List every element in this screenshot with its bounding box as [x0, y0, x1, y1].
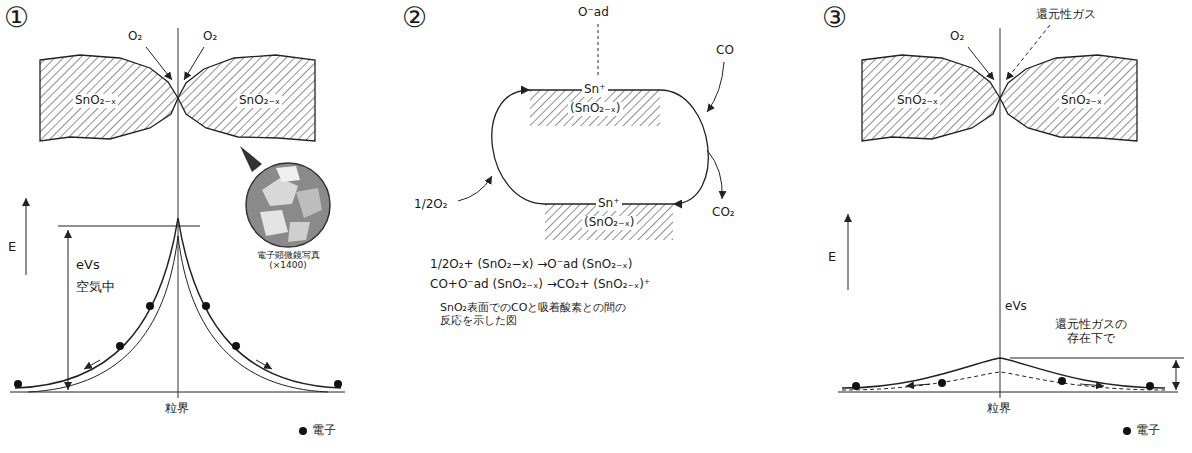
grain-boundary-line	[178, 28, 179, 398]
panel-number: ①	[4, 2, 29, 34]
electron-flow-arrow	[84, 360, 100, 369]
material-label: SnO₂₋ₓ	[1059, 94, 1104, 108]
baseline	[838, 392, 1178, 393]
figure-note: SnO₂表面でのCOと吸着酸素との間の 反応を示した図	[440, 302, 640, 327]
electron-dot	[938, 379, 946, 387]
grain-fill	[40, 55, 178, 141]
electron-flow-arrow	[256, 360, 272, 369]
legend-dot	[1122, 426, 1132, 436]
barrier-level-line	[1010, 358, 1184, 359]
electron-dot	[299, 427, 307, 435]
micrograph	[240, 146, 330, 247]
grain-boundary-line	[1000, 28, 1001, 398]
node-outline	[545, 188, 673, 240]
grain-shape: SnO₂₋ₓ	[40, 55, 178, 142]
legend-text: 電子	[1136, 424, 1160, 438]
panel-number: ②	[402, 2, 427, 34]
gas-label: O₂	[128, 30, 142, 44]
barrier-curve	[28, 236, 328, 392]
barrier-curve	[842, 372, 1165, 390]
barrier-label: eVs	[1005, 300, 1027, 314]
electron-dot	[1146, 382, 1154, 390]
barrier-height-arrow	[1176, 360, 1177, 390]
panel-number: ③	[822, 2, 847, 34]
material-label: SnO₂₋ₓ	[73, 94, 118, 108]
axis-label: E	[8, 240, 16, 255]
grain-shape: SnO₂₋ₓ	[862, 55, 1000, 142]
barrier-label: eVs	[76, 258, 100, 273]
electron-dot	[202, 302, 210, 310]
reaction-equation: 1/2O₂+ (SnO₂−x) →O⁻ad (SnO₂₋ₓ)	[430, 258, 632, 272]
grain-boundary-label: 粒界	[987, 402, 1011, 416]
electron-flow-arrow	[1080, 384, 1104, 386]
condition-label: 空気中	[76, 280, 115, 295]
material-label: (SnO₂₋ₓ)	[568, 102, 623, 116]
site-label: Sn⁺	[596, 197, 622, 211]
electron-dot	[116, 342, 124, 350]
energy-axis	[848, 214, 849, 290]
gas-label: O₂	[950, 30, 964, 44]
legend-item: 電子	[1122, 424, 1160, 438]
gas-label: 1/2O₂	[414, 198, 448, 212]
surface-block: Sn⁺ (SnO₂₋ₓ)	[530, 74, 660, 126]
energy-axis	[26, 198, 27, 275]
baseline	[10, 392, 345, 393]
reaction-equation: CO+O⁻ad (SnO₂₋ₓ) →CO₂+ (SnO₂₋ₓ)⁺	[430, 278, 650, 292]
legend-dot	[298, 426, 308, 436]
reaction-cycle-arrow	[660, 90, 708, 204]
gas-arrow	[707, 150, 722, 199]
grain-fill	[178, 55, 315, 141]
grain-boundary-label: 粒界	[165, 402, 189, 416]
electron-flow-arrow	[906, 384, 930, 386]
gas-label: CO₂	[712, 206, 735, 220]
electron-dot	[232, 342, 240, 350]
gas-label: O₂	[203, 30, 217, 44]
electron-dot	[146, 302, 154, 310]
legend-text: 電子	[312, 424, 336, 438]
node-outline	[530, 74, 660, 126]
grain-fill	[862, 55, 1000, 141]
grain-shape: SnO₂₋ₓ	[178, 55, 315, 142]
condition-label: 還元性ガスの 存在下で	[1050, 318, 1132, 346]
grain-shape: SnO₂₋ₓ	[1000, 55, 1137, 142]
electron-dot	[852, 382, 860, 390]
gas-label: 還元性ガス	[1036, 8, 1096, 22]
material-label: (SnO₂₋ₓ)	[582, 216, 637, 230]
material-label: SnO₂₋ₓ	[237, 94, 282, 108]
electron-dot	[14, 380, 22, 388]
adsorbed-oxygen-label: O⁻ad	[578, 6, 609, 20]
legend-item: 電子	[298, 424, 336, 438]
electron-dot	[1123, 427, 1131, 435]
surface-block: Sn⁺ (SnO₂₋ₓ)	[545, 188, 673, 240]
gas-arrow	[458, 176, 492, 201]
gas-arrow	[707, 62, 724, 112]
electron-dot	[334, 380, 342, 388]
material-label: SnO₂₋ₓ	[895, 94, 940, 108]
barrier-curve	[842, 358, 1165, 388]
axis-label: E	[828, 250, 836, 265]
grain-fill	[1000, 55, 1137, 141]
site-label: Sn⁺	[582, 83, 608, 97]
adsorption-line	[598, 24, 599, 78]
barrier-height-arrow	[68, 230, 69, 390]
photo-caption: 電子顕微鏡写真 (×1400)	[253, 250, 323, 271]
gas-label: CO	[716, 44, 734, 58]
electron-dot	[1058, 377, 1066, 385]
